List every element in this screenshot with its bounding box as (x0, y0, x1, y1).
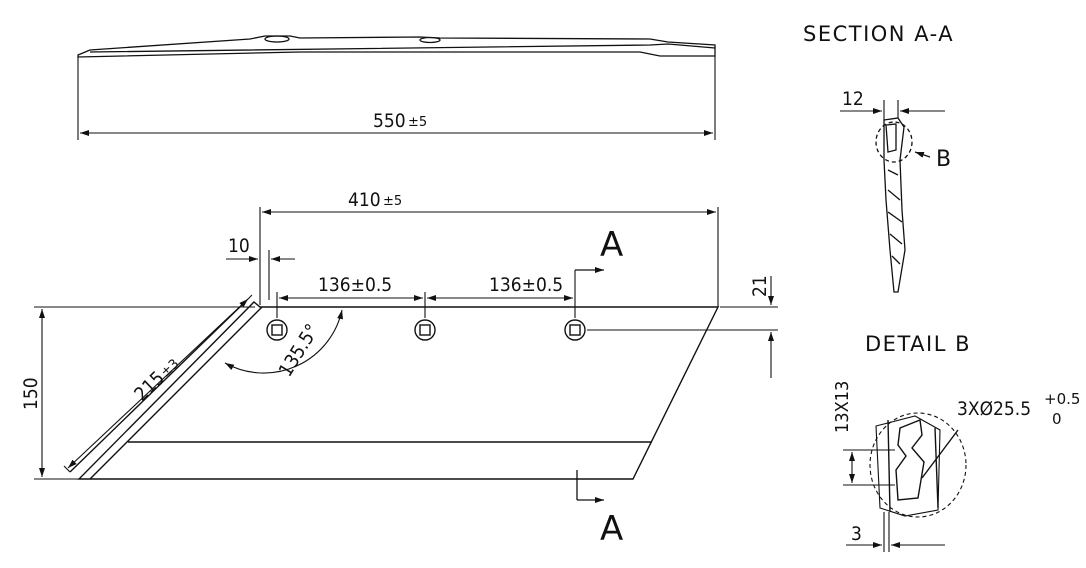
dim-pitch-1: 136±0.5 (318, 274, 392, 296)
dim-21-value: 21 (749, 275, 771, 297)
dim-hole-tol-upper: +0.5 (1044, 390, 1080, 408)
detail-b-view (869, 412, 967, 518)
dim-150-value: 150 (20, 377, 42, 410)
dim-550-tol: ±5 (408, 115, 427, 130)
dimension-215 (63, 294, 253, 473)
dim-12-value: 12 (842, 88, 864, 110)
dim-3-value: 3 (851, 523, 862, 545)
dimension-hole-pitch (276, 270, 576, 318)
dimension-angle (224, 309, 344, 374)
dimension-550 (77, 56, 716, 140)
section-title: SECTION A-A (803, 22, 954, 46)
dimension-410 (259, 207, 719, 307)
dim-410-value: 410 (348, 189, 381, 211)
detail-title: DETAIL B (865, 332, 971, 356)
dimension-21 (587, 276, 778, 378)
dimension-13x13 (843, 449, 895, 486)
dim-550-value: 550 (373, 110, 406, 132)
dim-hole-spec: 3XØ25.5 (957, 398, 1031, 420)
dimension-3 (846, 512, 945, 552)
section-cut-marker-bottom (576, 470, 604, 503)
dimension-10 (226, 250, 295, 300)
detail-marker: B (936, 147, 951, 172)
dim-410-tol: ±5 (383, 194, 402, 209)
dim-13x13-value: 13X13 (832, 381, 853, 433)
main-plan-view (69, 301, 720, 480)
detail-b-leader (914, 151, 931, 158)
section-marker-top: A (600, 225, 623, 265)
section-marker-bottom: A (600, 509, 623, 549)
section-aa-view (875, 117, 913, 293)
dim-10-value: 10 (228, 235, 250, 257)
dim-pitch-2: 136±0.5 (489, 274, 563, 296)
top-profile-view (77, 35, 716, 58)
dimension-12 (840, 100, 945, 120)
dim-hole-tol-lower: 0 (1052, 410, 1062, 428)
